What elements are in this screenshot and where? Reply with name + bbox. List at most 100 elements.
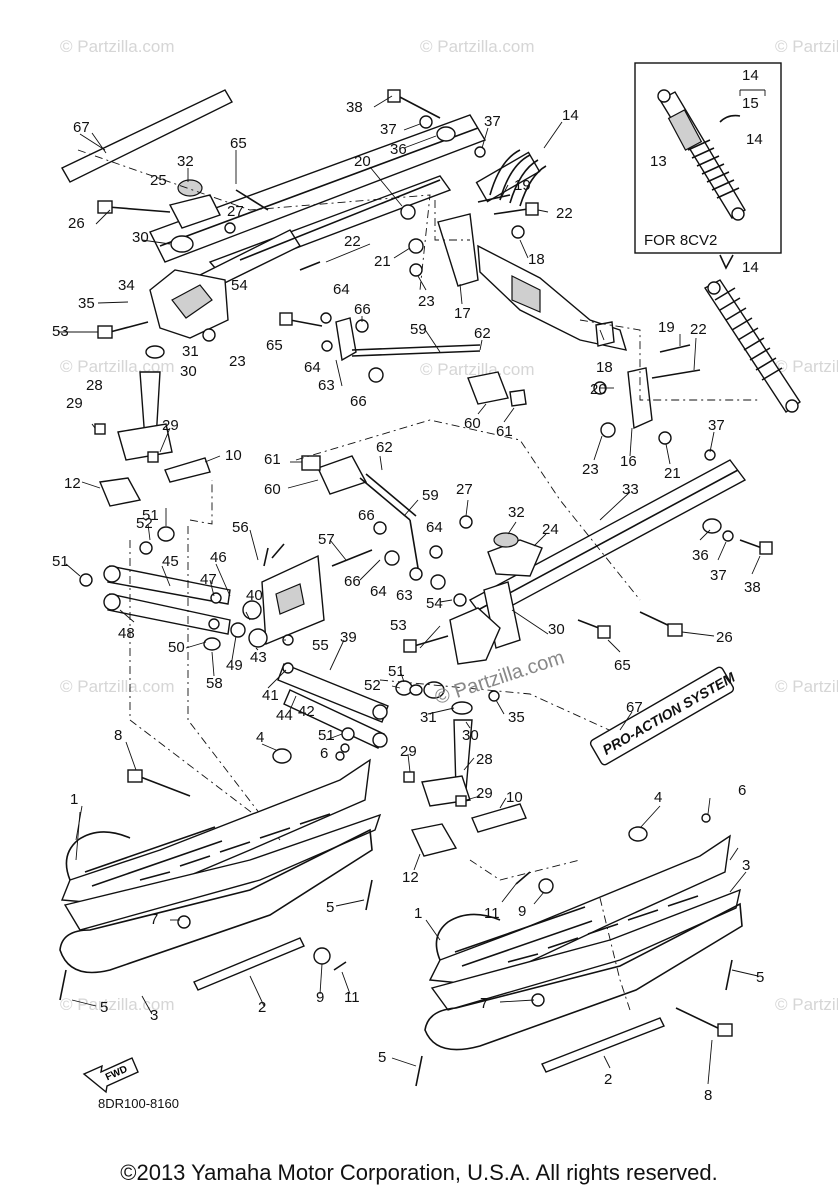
decal-strip [61,89,233,183]
watermark: © Partzilla.com [60,677,175,696]
callout-14: 14 [562,107,579,124]
watermark: © Partzilla.com [775,677,838,696]
callout-29c: 29 [400,743,417,760]
callout-29: 29 [66,395,83,412]
callout-numbers: 67 65 32 25 26 27 30 34 35 53 54 31 30 2… [52,67,764,1104]
callout-7: 7 [480,995,488,1012]
copyright-notice: ©2013 Yamaha Motor Corporation, U.S.A. A… [120,1160,718,1185]
callout-5d: 5 [100,999,108,1016]
callout-14-inset-a: 14 [742,67,759,84]
callout-27: 27 [227,203,244,220]
callout-24: 24 [542,521,559,538]
callout-4b: 4 [256,729,264,746]
callout-30c: 30 [548,621,565,638]
callout-30b: 30 [180,363,197,380]
callout-12: 12 [64,475,81,492]
center-watermark: © Partzilla.com [432,647,567,710]
callout-64b: 64 [304,359,321,376]
callout-9b: 9 [316,989,324,1006]
callout-51b: 51 [52,553,69,570]
callout-18: 18 [528,251,545,268]
callout-37b: 37 [484,113,501,130]
inset-box: FOR 8CV2 [634,62,782,270]
callout-51d: 51 [388,663,405,680]
callout-52b: 52 [364,677,381,694]
watermark: © Partzilla.com [775,357,838,376]
callout-15: 15 [742,95,759,112]
callout-67b: 67 [626,699,643,716]
callout-63b: 63 [396,587,413,604]
callout-35: 35 [78,295,95,312]
left-arms [79,526,423,841]
watermark: © Partzilla.com [60,357,175,376]
callout-65c: 65 [614,657,631,674]
callout-43: 43 [250,649,267,666]
callout-20: 20 [354,153,371,170]
decal-text: PRO-ACTION SYSTEM [600,669,738,758]
callout-19: 19 [514,177,531,194]
callout-46: 46 [210,549,227,566]
shock-area [387,89,760,445]
callout-59: 59 [410,321,427,338]
callout-1b: 1 [70,791,78,808]
watermark: © Partzilla.com [420,37,535,56]
callout-49: 49 [226,657,243,674]
diagram-code: 8DR100-8160 [98,1096,179,1111]
callout-47: 47 [200,571,217,588]
callout-44: 44 [276,707,293,724]
callout-25: 25 [150,172,167,189]
callout-6: 6 [738,782,746,799]
callout-37: 37 [380,121,397,138]
callout-37d: 37 [710,567,727,584]
callout-8b: 8 [114,727,122,744]
callout-2: 2 [604,1071,612,1088]
center-assembly [295,419,773,881]
watermark: © Partzilla.com [60,37,175,56]
callout-41: 41 [262,687,279,704]
callout-11: 11 [484,905,500,922]
watermark: © Partzilla.com [775,37,838,56]
callout-22b: 22 [344,233,361,250]
callout-33: 33 [622,481,639,498]
callout-66c: 66 [358,507,375,524]
callout-12b: 12 [402,869,419,886]
callout-7b: 7 [150,911,158,928]
callout-1: 1 [414,905,422,922]
callout-37c: 37 [708,417,725,434]
callout-54: 54 [231,277,248,294]
callout-31: 31 [182,343,199,360]
callout-32: 32 [177,153,194,170]
callout-65: 65 [230,135,247,152]
callout-28b: 28 [476,751,493,768]
callout-11b: 11 [344,989,360,1006]
callout-29d: 29 [476,785,493,802]
callout-53: 53 [52,323,69,340]
callout-30d: 30 [462,727,479,744]
callout-60b: 60 [264,481,281,498]
callout-10b: 10 [506,789,523,806]
callout-50: 50 [168,639,185,656]
callout-3: 3 [742,857,750,874]
callout-21b: 21 [664,465,681,482]
callout-35b: 35 [508,709,525,726]
callout-22: 22 [556,205,573,222]
callout-26b: 26 [716,629,733,646]
callout-62b: 62 [376,439,393,456]
callout-14-inset-b: 14 [746,131,763,148]
callout-64: 64 [333,281,350,298]
callout-38b: 38 [744,579,761,596]
watermark: © Partzilla.com [420,360,535,379]
callout-29b: 29 [162,417,179,434]
callout-21: 21 [374,253,391,270]
callout-17: 17 [454,305,471,322]
callout-39: 39 [340,629,357,646]
callout-23b: 23 [418,293,435,310]
callout-66d: 66 [344,573,361,590]
callout-36b: 36 [692,547,709,564]
callout-36: 36 [390,141,407,158]
callout-10: 10 [225,447,242,464]
callout-32b: 32 [508,504,525,521]
callout-34: 34 [118,277,135,294]
callout-16: 16 [620,453,637,470]
